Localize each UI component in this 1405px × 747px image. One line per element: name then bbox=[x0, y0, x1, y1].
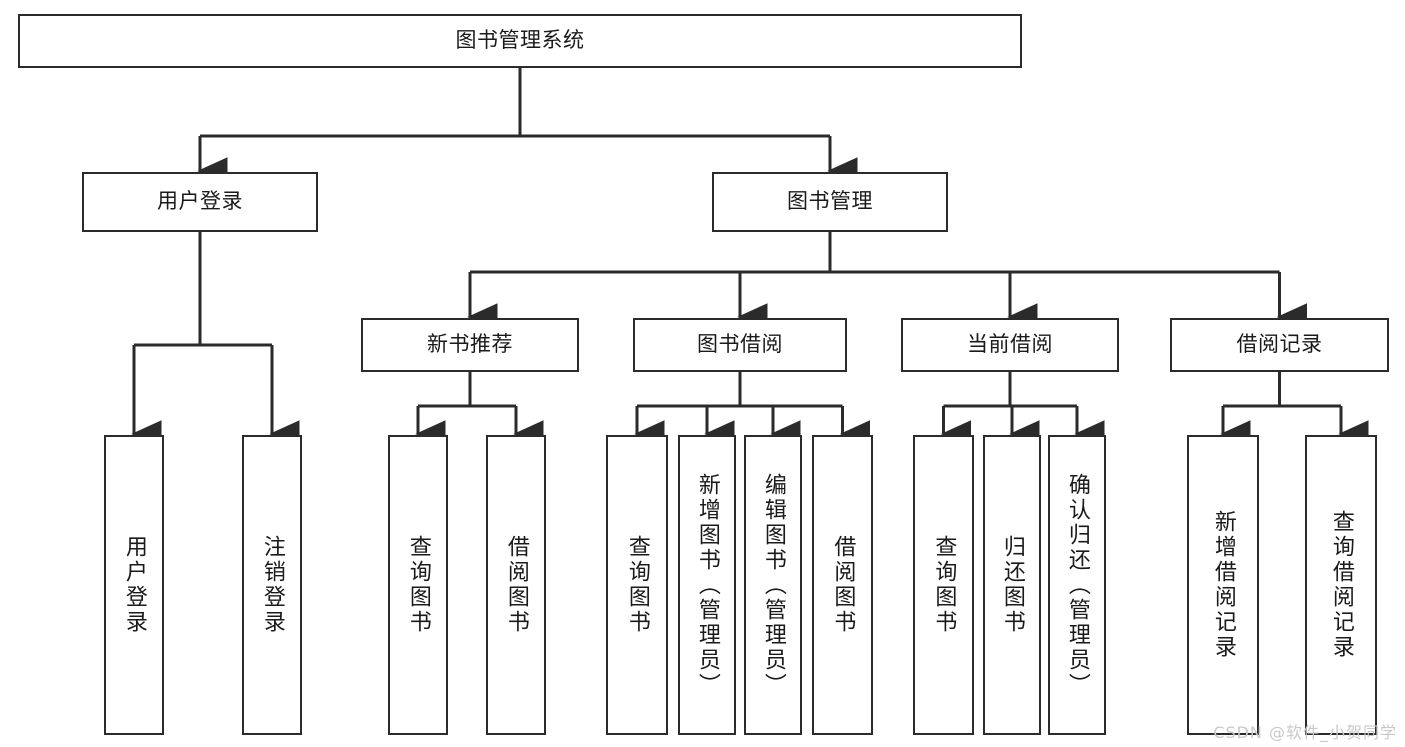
node-leaf-edit-book[interactable]: 编辑图书（管理员） bbox=[744, 435, 802, 735]
node-leaf-confirm-return-label: 确认归还（管理员） bbox=[1064, 472, 1090, 698]
node-borrow-record-label: 借阅记录 bbox=[1236, 332, 1323, 357]
node-leaf-user-logout-label: 注销登录 bbox=[259, 535, 285, 635]
node-leaf-return-book[interactable]: 归还图书 bbox=[983, 435, 1041, 735]
node-leaf-query-book-cb[interactable]: 查询图书 bbox=[913, 435, 974, 735]
node-root-label: 图书管理系统 bbox=[455, 28, 585, 53]
node-book-borrow-label: 图书借阅 bbox=[697, 332, 783, 357]
node-leaf-add-record-label: 新增借阅记录 bbox=[1210, 510, 1236, 660]
node-leaf-query-book-bb-label: 查询图书 bbox=[624, 535, 650, 635]
node-leaf-query-record-label: 查询借阅记录 bbox=[1328, 510, 1354, 660]
node-leaf-query-book-bb[interactable]: 查询图书 bbox=[606, 435, 668, 735]
node-leaf-query-book-rec[interactable]: 查询图书 bbox=[388, 435, 448, 735]
node-leaf-borrow-book-rec[interactable]: 借阅图书 bbox=[486, 435, 546, 735]
node-leaf-borrow-book-bb-label: 借阅图书 bbox=[830, 535, 856, 635]
node-book-manage-label: 图书管理 bbox=[787, 189, 873, 214]
node-leaf-query-record[interactable]: 查询借阅记录 bbox=[1305, 435, 1377, 735]
node-leaf-borrow-book-rec-label: 借阅图书 bbox=[503, 535, 529, 635]
node-leaf-confirm-return[interactable]: 确认归还（管理员） bbox=[1048, 435, 1106, 735]
node-new-book-rec-label: 新书推荐 bbox=[427, 332, 513, 357]
node-leaf-borrow-book-bb[interactable]: 借阅图书 bbox=[812, 435, 873, 735]
node-leaf-user-logout[interactable]: 注销登录 bbox=[242, 435, 302, 735]
node-book-borrow[interactable]: 图书借阅 bbox=[633, 318, 847, 372]
node-leaf-user-login[interactable]: 用户登录 bbox=[104, 435, 164, 735]
node-new-book-rec[interactable]: 新书推荐 bbox=[361, 318, 579, 372]
node-current-borrow[interactable]: 当前借阅 bbox=[901, 318, 1119, 372]
node-leaf-edit-book-label: 编辑图书（管理员） bbox=[760, 472, 786, 698]
node-root[interactable]: 图书管理系统 bbox=[18, 14, 1022, 68]
node-borrow-record[interactable]: 借阅记录 bbox=[1170, 318, 1389, 372]
node-leaf-query-book-rec-label: 查询图书 bbox=[405, 535, 431, 635]
node-leaf-add-book-label: 新增图书（管理员） bbox=[694, 472, 720, 698]
node-leaf-add-record[interactable]: 新增借阅记录 bbox=[1187, 435, 1259, 735]
node-user-login-label: 用户登录 bbox=[157, 189, 243, 214]
node-book-manage[interactable]: 图书管理 bbox=[712, 172, 948, 232]
node-leaf-user-login-label: 用户登录 bbox=[121, 535, 147, 635]
node-leaf-query-book-cb-label: 查询图书 bbox=[931, 535, 957, 635]
node-current-borrow-label: 当前借阅 bbox=[967, 332, 1053, 357]
node-user-login[interactable]: 用户登录 bbox=[82, 172, 318, 232]
node-leaf-return-book-label: 归还图书 bbox=[999, 535, 1025, 635]
node-leaf-add-book[interactable]: 新增图书（管理员） bbox=[678, 435, 736, 735]
